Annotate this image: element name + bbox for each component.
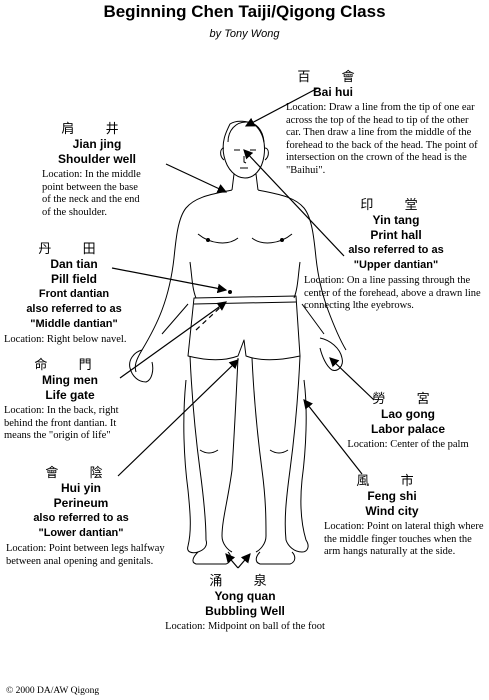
laogong-location: Location: Center of the palm [347, 439, 469, 450]
yongquan-name: Yong quan [214, 589, 276, 603]
huiyin-chinese: 會 陰 [45, 465, 117, 480]
point-huiyin: 會 陰 Hui yin Perineum also referred to as… [6, 462, 176, 568]
pointer-yongquan-left [225, 553, 239, 569]
jianjing-chinese: 肩 井 [61, 121, 133, 136]
right-hand [319, 337, 343, 371]
hair [227, 121, 265, 143]
pointer-mingmen-dash [195, 301, 227, 331]
point-fengshi: 風 市 Feng shi Wind city Location: Point o… [324, 470, 486, 559]
mingmen-name: Ming men [42, 373, 98, 387]
pointer-yongquan-right [237, 553, 251, 569]
yintang-location: Location: On a line passing through the … [304, 275, 481, 311]
pointer-huiyin [117, 359, 239, 477]
left-foot [192, 551, 232, 565]
left-leg [183, 355, 207, 554]
huiyin-location: Location: Point between legs halfway bet… [6, 543, 165, 567]
point-baihui: 百 會 Bai hui Location: Draw a line from t… [286, 66, 486, 177]
yintang-chinese: 印 堂 [360, 197, 432, 212]
dantian-alias: also referred to as [26, 303, 122, 315]
baihui-chinese: 百 會 [297, 69, 369, 84]
pointer-yintang [243, 149, 345, 257]
yongquan-location: Location: Midpoint on ball of the foot [165, 621, 325, 632]
yongquan-chinese: 涌 泉 [209, 573, 281, 588]
point-dantian: 丹 田 Dan tian Pill field Front dantian al… [4, 238, 154, 347]
mingmen-location: Location: In the back, right behind the … [4, 405, 119, 441]
yintang-meaning: Print hall [370, 228, 422, 242]
jianjing-name: Jian jing [72, 137, 122, 151]
pointer-mingmen [119, 301, 227, 379]
byline: by Tony Wong [209, 28, 280, 40]
baihui-name: Bai hui [312, 85, 353, 99]
pointer-dantian [111, 267, 228, 294]
copyright-footer: © 2000 DA/AW Qigong [6, 686, 100, 696]
pointer-baihui [244, 87, 319, 127]
dantian-meaning: Pill field [50, 272, 97, 286]
dantian-chinese: 丹 田 [38, 241, 110, 256]
dantian-location: Location: Right below navel. [4, 334, 127, 345]
fengshi-chinese: 風 市 [356, 473, 428, 488]
laogong-chinese: 勞 宮 [372, 391, 444, 406]
laogong-name: Lao gong [381, 407, 435, 421]
right-leg [251, 357, 267, 553]
point-mingmen: 命 門 Ming men Life gate Location: In the … [4, 354, 144, 443]
pointer-fengshi [303, 399, 363, 475]
pointer-lines [111, 87, 375, 569]
pointer-jianjing [165, 163, 228, 193]
point-laogong: 勞 宮 Lao gong Labor palace Location: Cent… [330, 388, 486, 452]
mingmen-chinese: 命 門 [34, 357, 106, 372]
pointer-laogong [329, 357, 375, 401]
point-yongquan: 涌 泉 Yong quan Bubbling Well Location: Mi… [120, 570, 370, 634]
huiyin-alias-name: "Lower dantian" [38, 527, 124, 539]
yintang-name: Yin tang [372, 213, 420, 227]
yintang-alias-name: "Upper dantian" [353, 259, 439, 271]
jianjing-location: Location: In the middle point between th… [42, 169, 141, 218]
huiyin-alias: also referred to as [33, 512, 129, 524]
yongquan-meaning: Bubbling Well [205, 604, 285, 618]
huiyin-meaning: Perineum [53, 496, 109, 510]
fengshi-name: Feng shi [367, 489, 417, 503]
torso-outline [134, 189, 233, 373]
left-hand [129, 349, 154, 383]
dantian-alias-name: "Middle dantian" [30, 318, 118, 330]
shorts [187, 295, 301, 361]
laogong-meaning: Labor palace [370, 422, 446, 436]
human-figure [129, 120, 347, 565]
page-title: Beginning Chen Taiji/Qigong Class [103, 2, 386, 21]
point-jianjing: 肩 井 Jian jing Shoulder well Location: In… [42, 118, 178, 219]
head-outline [222, 120, 265, 179]
right-foot [255, 551, 296, 565]
baihui-location: Location: Draw a line from the tip of on… [286, 102, 478, 176]
jianjing-meaning: Shoulder well [57, 152, 136, 166]
point-yintang: 印 堂 Yin tang Print hall also referred to… [304, 194, 488, 313]
dantian-name: Dan tian [50, 257, 98, 271]
fengshi-location: Location: Point on lateral thigh where t… [324, 521, 484, 557]
yintang-alias: also referred to as [348, 244, 444, 256]
huiyin-name: Hui yin [60, 481, 101, 495]
mingmen-meaning: Life gate [45, 388, 95, 402]
fengshi-meaning: Wind city [365, 504, 419, 518]
dantian-extra: Front dantian [38, 288, 110, 300]
